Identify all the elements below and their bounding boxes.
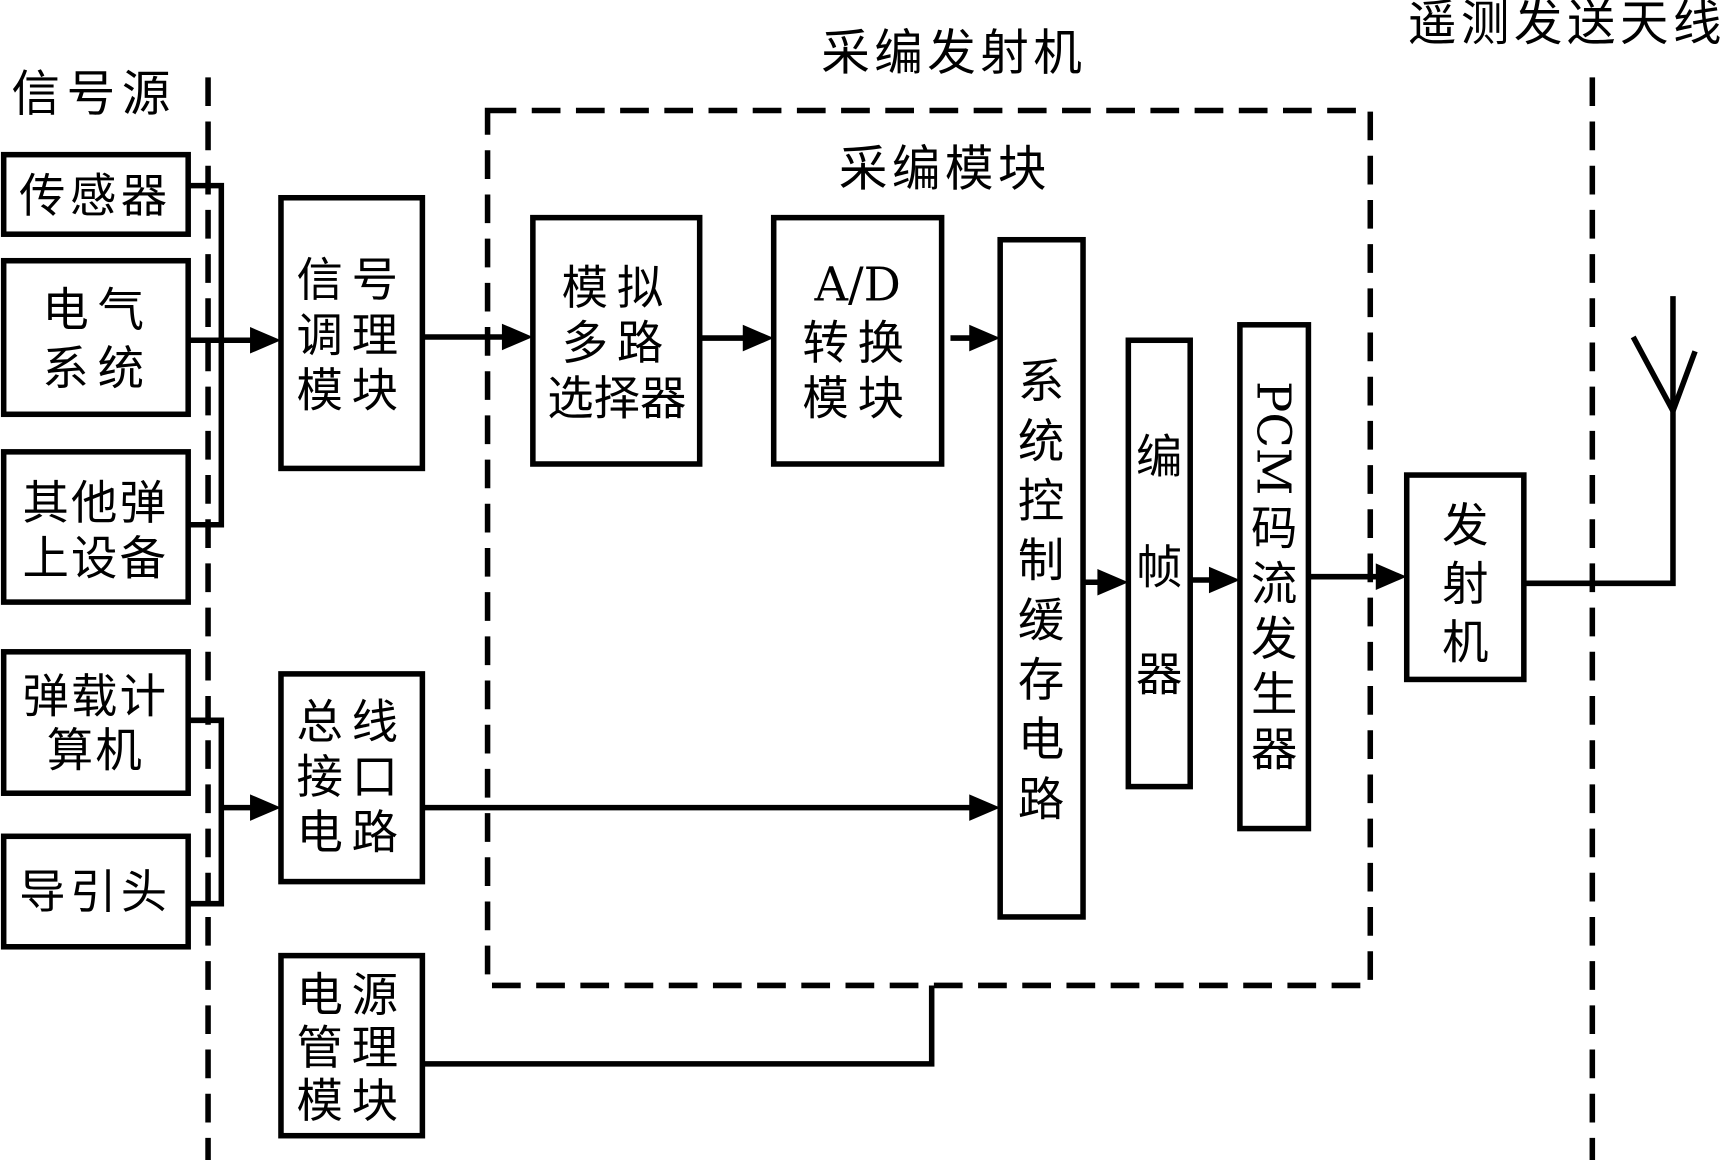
system-control-char-7: 电 [1018, 713, 1064, 767]
acquisition-module-boundary [484, 107, 1374, 989]
seeker-block: 导引头 [0, 833, 191, 950]
other-equipment-label-2: 上设备 [22, 531, 168, 585]
arrow-to-pcm-generator [1208, 566, 1240, 594]
framer-block: 编 帧 器 [1125, 337, 1193, 790]
pcm-label: PCM [1247, 381, 1301, 495]
electrical-system-label-1: 电气 [42, 283, 152, 337]
other-equipment-label-1: 其他弹 [22, 476, 168, 530]
signal-conditioning-label-2: 调理 [296, 308, 406, 362]
signal-conditioning-block: 信号 调理 模块 [278, 194, 426, 472]
analog-mux-label-3: 选择器 [547, 371, 686, 425]
transmitter-block: 发 射 机 [1403, 472, 1527, 683]
transmitter-unit-label: 采编发射机 [821, 26, 1086, 82]
sensor-block: 传感器 [0, 151, 191, 237]
signal-conditioning-label-3: 模块 [296, 364, 406, 418]
system-control-char-6: 存 [1018, 653, 1064, 707]
analog-mux-label-2: 多路 [562, 316, 672, 370]
arrow-to-ad-converter [742, 324, 774, 352]
pcm-char-3: 发 [1251, 612, 1297, 666]
system-control-buffer-block: 系 统 控 制 缓 存 电 路 [997, 236, 1086, 920]
power-management-block: 电源 管理 模块 [278, 952, 426, 1139]
power-management-label-1: 电源 [296, 968, 406, 1022]
transmitter-to-antenna-line [1523, 296, 1676, 587]
onboard-computer-label-2: 算机 [47, 724, 144, 778]
arrow-to-bus-interface [250, 794, 281, 821]
onboard-computer-label-1: 弹载计 [22, 670, 168, 724]
pcm-char-4: 生 [1251, 667, 1297, 721]
transmitter-char-1: 发 [1442, 498, 1488, 552]
analog-mux-label-1: 模拟 [562, 261, 672, 315]
digital-group-bracket [188, 717, 225, 907]
pcm-generator-block: PCM 码 流 发 生 器 [1237, 322, 1312, 832]
power-distribution-line [422, 985, 935, 1067]
sensor-label: 传感器 [19, 169, 171, 223]
bus-interface-label-1: 总线 [296, 695, 406, 749]
sensor-group-bracket [188, 182, 225, 528]
other-equipment-block: 其他弹 上设备 [0, 449, 191, 605]
antenna-label: 遥测发送天线 [1408, 0, 1726, 52]
ad-converter-label-2: 转换 [802, 316, 912, 370]
arrow-to-framer [1097, 568, 1129, 596]
system-control-char-5: 缓 [1018, 593, 1064, 647]
acquisition-module-label: 采编模块 [839, 142, 1051, 198]
power-management-label-2: 管理 [296, 1021, 406, 1075]
power-management-label-3: 模块 [296, 1074, 406, 1128]
bus-interface-label-2: 接口 [296, 750, 406, 804]
arrow-to-analog-mux [501, 323, 533, 351]
system-control-char-1: 系 [1018, 355, 1064, 409]
bus-interface-label-3: 电路 [296, 805, 406, 859]
antenna-icon [1630, 335, 1698, 418]
framer-char-1: 编 [1136, 430, 1182, 484]
framer-char-2: 帧 [1136, 540, 1182, 594]
analog-mux-block: 模拟 多路 选择器 [530, 214, 703, 467]
arrow-ad-to-system-control [969, 324, 1001, 352]
system-control-char-8: 路 [1018, 772, 1064, 826]
pcm-char-2: 流 [1251, 557, 1297, 611]
ad-converter-label-3: 模块 [802, 371, 912, 425]
electrical-system-block: 电气 系统 [0, 257, 191, 418]
bus-interface-block: 总线 接口 电路 [278, 671, 426, 885]
framer-char-3: 器 [1136, 647, 1182, 701]
arrow-to-transmitter [1375, 563, 1407, 590]
signal-source-label: 信号源 [11, 66, 177, 122]
system-control-char-3: 控 [1018, 474, 1064, 528]
pcm-char-1: 码 [1251, 502, 1297, 556]
ad-converter-label-1: A/D [813, 257, 900, 311]
seeker-label: 导引头 [19, 865, 171, 919]
electrical-system-label-2: 系统 [42, 341, 152, 395]
onboard-computer-block: 弹载计 算机 [0, 649, 191, 796]
signal-conditioning-label-1: 信号 [296, 253, 406, 307]
system-control-char-2: 统 [1018, 414, 1064, 468]
pcm-char-5: 器 [1251, 723, 1297, 777]
ad-converter-block: A/D 转换 模块 [770, 214, 945, 467]
arrow-to-system-control [969, 794, 1001, 821]
transmitter-char-3: 机 [1442, 615, 1488, 669]
arrow-to-signal-conditioning [250, 327, 281, 354]
transmitter-char-2: 射 [1442, 557, 1488, 611]
system-control-char-4: 制 [1018, 534, 1064, 588]
